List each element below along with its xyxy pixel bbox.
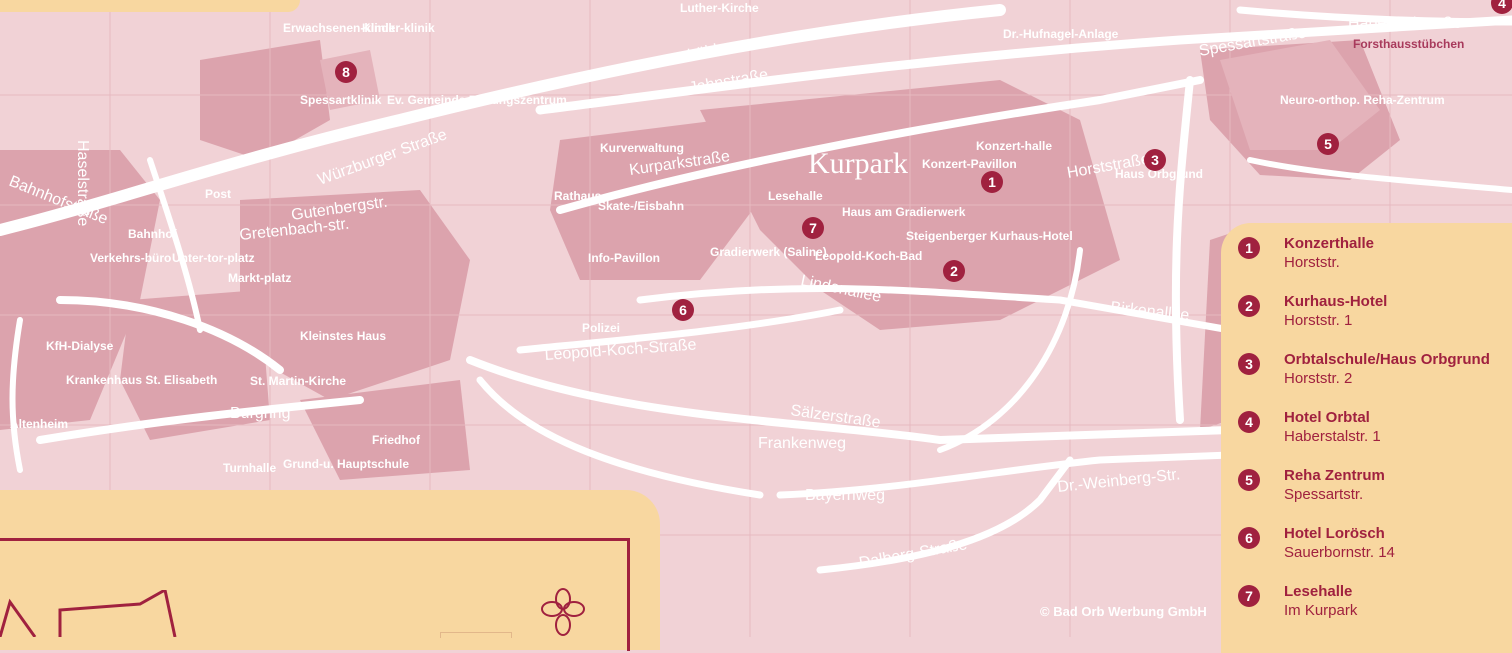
legend-address: Haberstalstr. 1 <box>1284 428 1381 445</box>
copyright-text: © Bad Orb Werbung GmbH <box>1040 604 1207 619</box>
legend-name: Hotel Orbtal <box>1284 409 1370 426</box>
place-label: Lesehalle <box>768 189 823 203</box>
bottom-info-panel <box>0 490 660 650</box>
place-label: Markt-platz <box>228 271 291 285</box>
legend-name: Kurhaus-Hotel <box>1284 293 1388 310</box>
street-label: Bayernweg <box>805 487 885 504</box>
legend-item-7[interactable]: 7 Lesehalle Im Kurpark <box>1238 583 1512 641</box>
map-markers: 1 2 3 4 5 6 7 8 <box>335 0 1512 321</box>
place-label: Post <box>205 187 231 201</box>
place-label: Info-Pavillon <box>588 251 660 265</box>
place-label: Bahnhof <box>128 227 178 241</box>
svg-text:3: 3 <box>1151 152 1159 168</box>
legend-address: Spessartstr. <box>1284 486 1364 503</box>
place-label: Kleinstes Haus <box>300 329 386 343</box>
place-label: Luther-Kirche <box>680 1 759 15</box>
street-label: Burgring <box>230 405 290 422</box>
place-label: Konzert-halle <box>976 139 1052 153</box>
svg-text:5: 5 <box>1324 136 1332 152</box>
place-label: Forsthausstübchen <box>1353 37 1464 51</box>
street-label: Haselstraße <box>74 140 91 226</box>
legend-name: Konzerthalle <box>1284 235 1375 252</box>
legend-address: Sauerbornstr. 14 <box>1284 544 1395 561</box>
svg-text:4: 4 <box>1498 0 1506 11</box>
place-label: Haus am Gradierwerk <box>842 205 966 219</box>
legend-number: 2 <box>1238 295 1260 317</box>
place-label: Polizei <box>582 321 620 335</box>
place-label: Spessartklinik <box>300 93 382 107</box>
legend-list: 1 Konzerthalle Horststr. 2 Kurhaus-Hotel… <box>1238 235 1512 641</box>
place-label: Erwachsenen-klinik <box>283 21 395 35</box>
place-label: Friedhof <box>372 433 421 447</box>
place-label: Ev. Gemeinde Bildungszentrum <box>387 93 567 107</box>
marker-4[interactable]: 4 <box>1491 0 1512 14</box>
place-label: Kinder-klinik <box>362 21 435 35</box>
legend-address: Horststr. 1 <box>1284 312 1353 329</box>
legend-name: Orbtalschule/Haus Orbgrund <box>1284 351 1490 368</box>
legend-address: Horststr. <box>1284 254 1340 271</box>
legend-number: 7 <box>1238 585 1260 607</box>
legend-item-3[interactable]: 3 Orbtalschule/Haus Orbgrund Horststr. 2 <box>1238 351 1512 409</box>
flower-icon <box>541 588 585 636</box>
place-label: Leopold-Koch-Bad <box>815 249 922 263</box>
legend-number: 6 <box>1238 527 1260 549</box>
legend-item-6[interactable]: 6 Hotel Lorösch Sauerbornstr. 14 <box>1238 525 1512 583</box>
place-label: Unter-tor-platz <box>172 251 255 265</box>
legend-address: Im Kurpark <box>1284 602 1358 619</box>
place-labels: Erwachsenen-klinik Kinder-klinik Spessar… <box>10 1 1464 475</box>
street-label: Frankenweg <box>758 435 846 452</box>
marker-2[interactable]: 2 <box>943 260 965 282</box>
marker-7[interactable]: 7 <box>802 217 824 239</box>
legend-panel <box>1221 223 1512 653</box>
logo-placeholder <box>440 632 512 638</box>
bottom-panel-frame <box>0 538 630 651</box>
place-label: Skate-/Eisbahn <box>598 199 684 213</box>
decorative-logo-icon <box>0 590 177 637</box>
place-label: Verkehrs-büro <box>90 251 171 265</box>
svg-text:2: 2 <box>950 263 958 279</box>
svg-text:8: 8 <box>342 64 350 80</box>
svg-text:7: 7 <box>809 220 817 236</box>
legend-item-1[interactable]: 1 Konzerthalle Horststr. <box>1238 235 1512 293</box>
roads <box>0 4 1512 574</box>
place-label: Grund-u. Hauptschule <box>283 457 409 471</box>
place-label: Dr.-Hufnagel-Anlage <box>1003 27 1119 41</box>
svg-text:6: 6 <box>679 302 687 318</box>
svg-text:1: 1 <box>988 174 996 190</box>
place-label: Rathaus <box>554 189 602 203</box>
street-label: Haberstalstraße <box>1348 15 1462 32</box>
place-label: Gradierwerk (Saline) <box>710 245 827 259</box>
place-label: St. Martin-Kirche <box>250 374 346 388</box>
place-label: KfH-Dialyse <box>46 339 114 353</box>
place-label: Kurverwaltung <box>600 141 684 155</box>
legend-name: Reha Zentrum <box>1284 467 1385 484</box>
legend-number: 3 <box>1238 353 1260 375</box>
place-label: Steigenberger Kurhaus-Hotel <box>906 229 1073 243</box>
marker-6[interactable]: 6 <box>672 299 694 321</box>
place-label: Haus Orbgrund <box>1115 167 1203 181</box>
legend-item-4[interactable]: 4 Hotel Orbtal Haberstalstr. 1 <box>1238 409 1512 467</box>
top-left-corner-panel <box>0 0 300 12</box>
legend-address: Horststr. 2 <box>1284 370 1353 387</box>
marker-8[interactable]: 8 <box>335 61 357 83</box>
marker-3[interactable]: 3 <box>1144 149 1166 171</box>
marker-5[interactable]: 5 <box>1317 133 1339 155</box>
legend-number: 5 <box>1238 469 1260 491</box>
place-label: Turnhalle <box>223 461 276 475</box>
marker-1[interactable]: 1 <box>981 171 1003 193</box>
kurpark-area-label: Kurpark <box>808 147 908 180</box>
place-label: Neuro-orthop. Reha-Zentrum <box>1280 93 1445 107</box>
place-label: Krankenhaus St. Elisabeth <box>66 373 217 387</box>
legend-name: Lesehalle <box>1284 583 1353 600</box>
place-label: Altenheim <box>10 417 68 431</box>
legend-item-5[interactable]: 5 Reha Zentrum Spessartstr. <box>1238 467 1512 525</box>
place-label: Konzert-Pavillon <box>922 157 1017 171</box>
legend-item-2[interactable]: 2 Kurhaus-Hotel Horststr. 1 <box>1238 293 1512 351</box>
legend-number: 4 <box>1238 411 1260 433</box>
legend-number: 1 <box>1238 237 1260 259</box>
legend-name: Hotel Lorösch <box>1284 525 1385 542</box>
